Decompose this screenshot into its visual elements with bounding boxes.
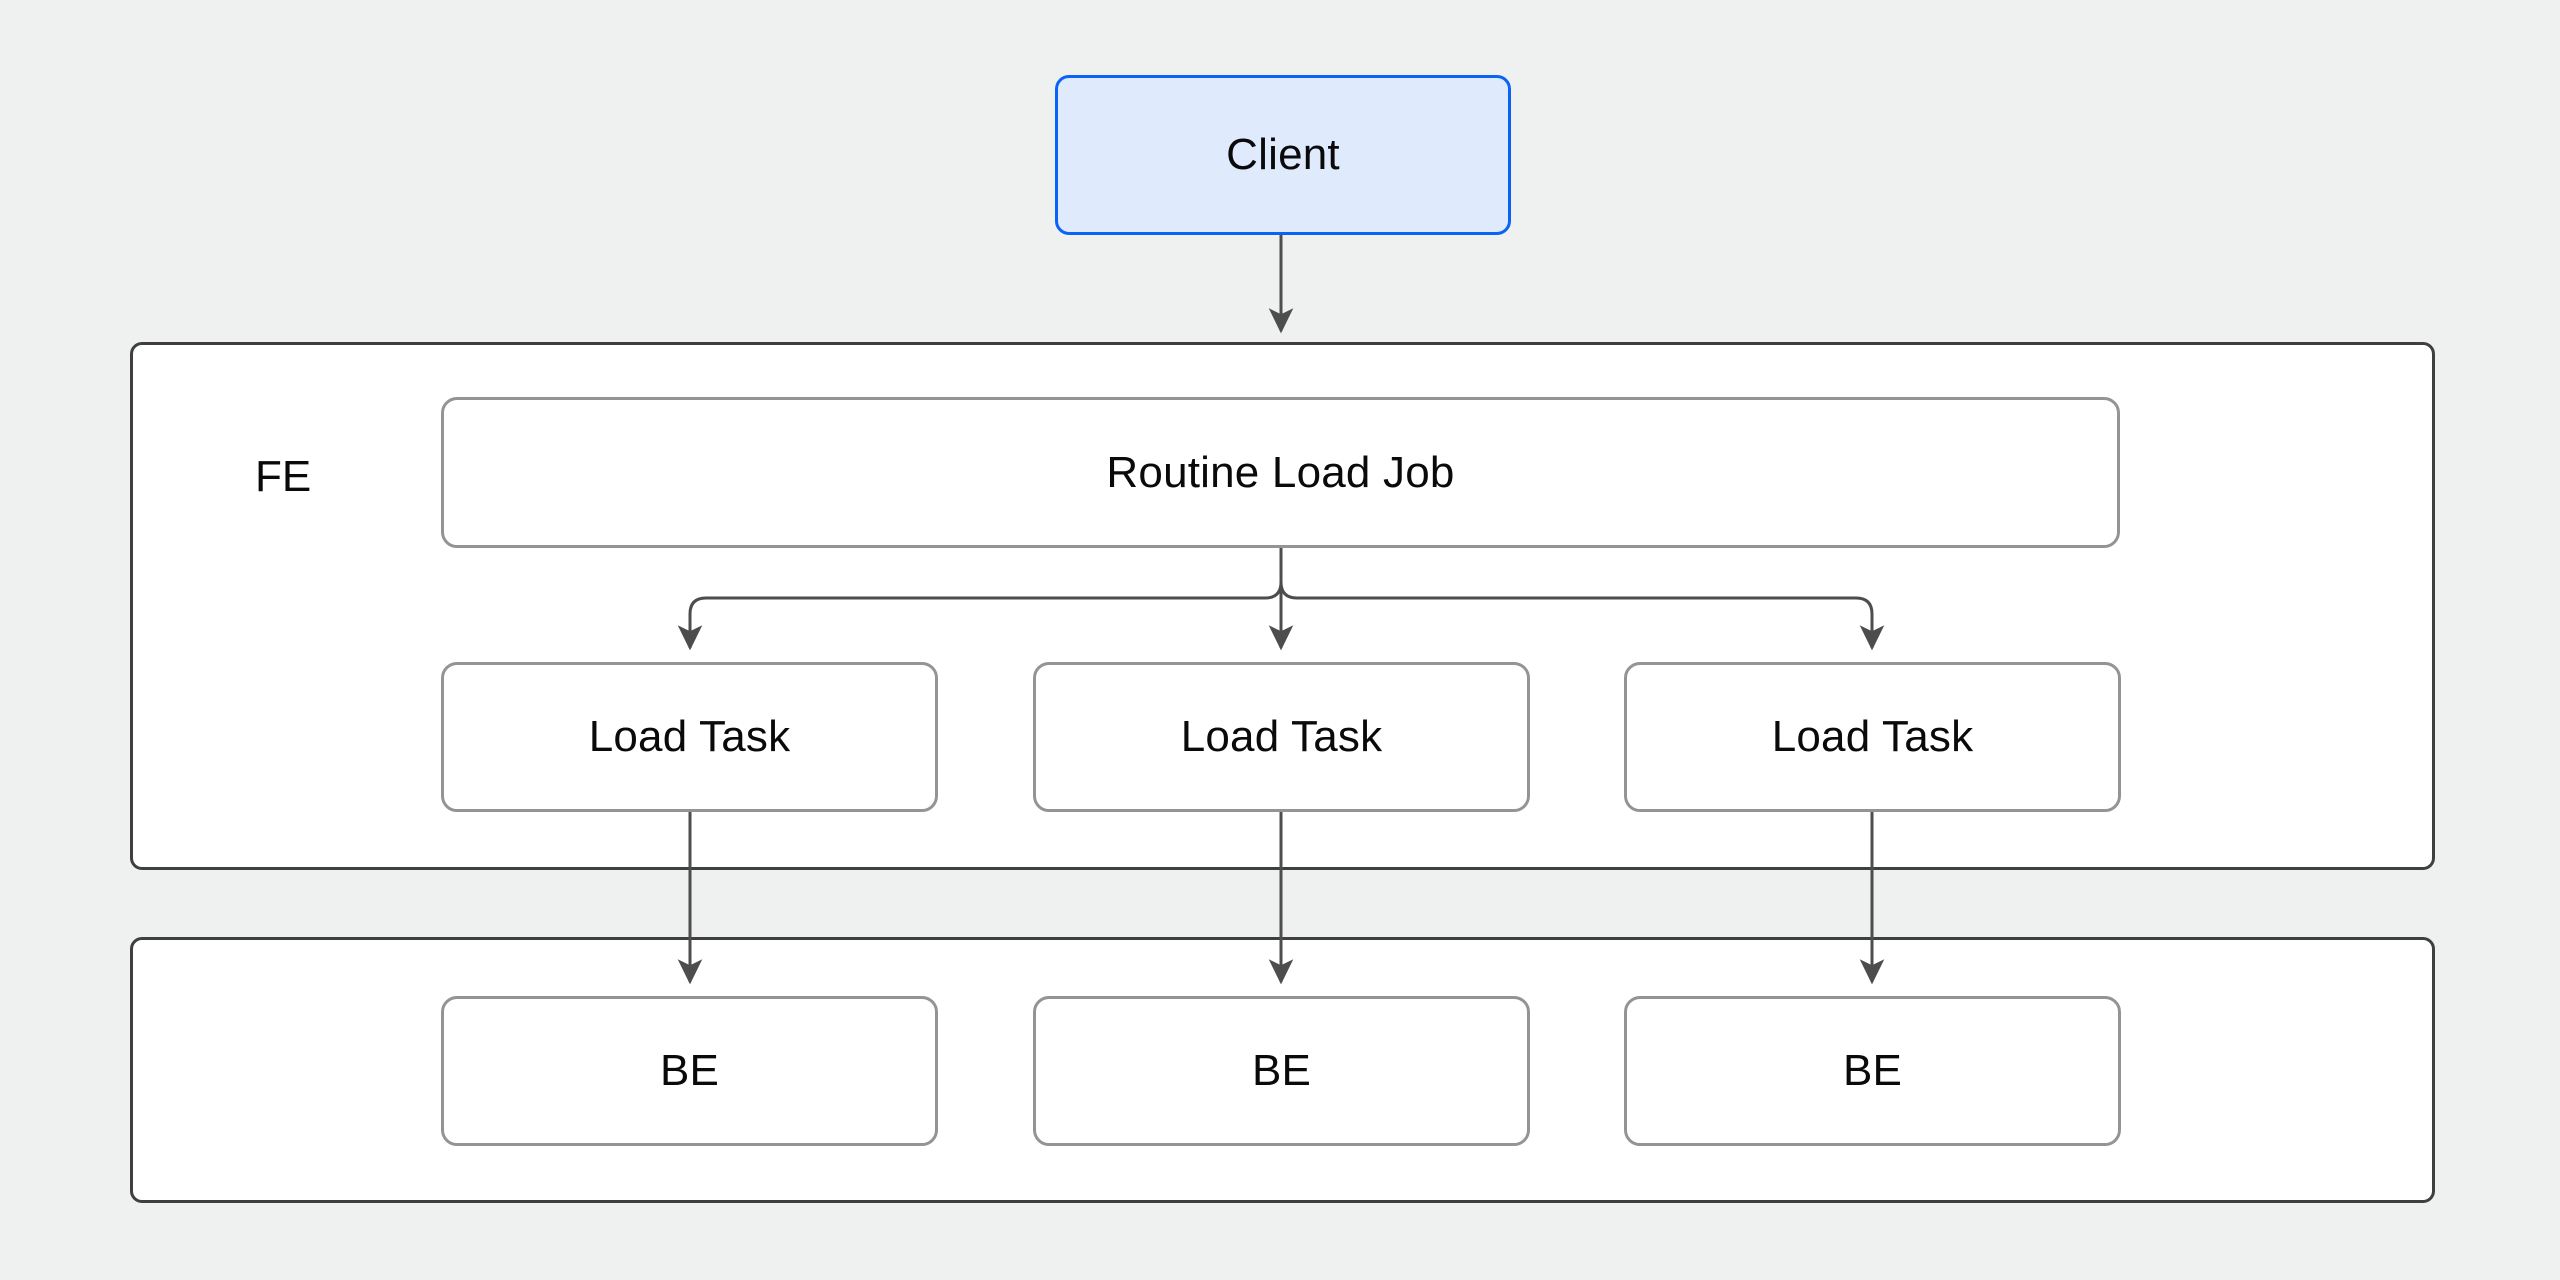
- node-be-3-label: BE: [1842, 1046, 1903, 1095]
- node-load-task-1-label: Load Task: [588, 712, 791, 761]
- node-be-3[interactable]: BE: [1624, 996, 2121, 1146]
- node-load-task-1[interactable]: Load Task: [441, 662, 938, 812]
- node-routine-load-job[interactable]: Routine Load Job: [441, 397, 2120, 548]
- node-be-1[interactable]: BE: [441, 996, 938, 1146]
- node-load-task-3-label: Load Task: [1771, 712, 1974, 761]
- node-be-2-label: BE: [1251, 1046, 1312, 1095]
- node-load-task-3[interactable]: Load Task: [1624, 662, 2121, 812]
- node-be-1-label: BE: [659, 1046, 720, 1095]
- node-client[interactable]: Client: [1055, 75, 1511, 235]
- node-client-label: Client: [1226, 130, 1340, 179]
- node-routine-load-job-label: Routine Load Job: [1106, 447, 1455, 497]
- node-be-2[interactable]: BE: [1033, 996, 1530, 1146]
- node-load-task-2-label: Load Task: [1180, 712, 1383, 761]
- node-load-task-2[interactable]: Load Task: [1033, 662, 1530, 812]
- cluster-fe-label: FE: [255, 452, 312, 501]
